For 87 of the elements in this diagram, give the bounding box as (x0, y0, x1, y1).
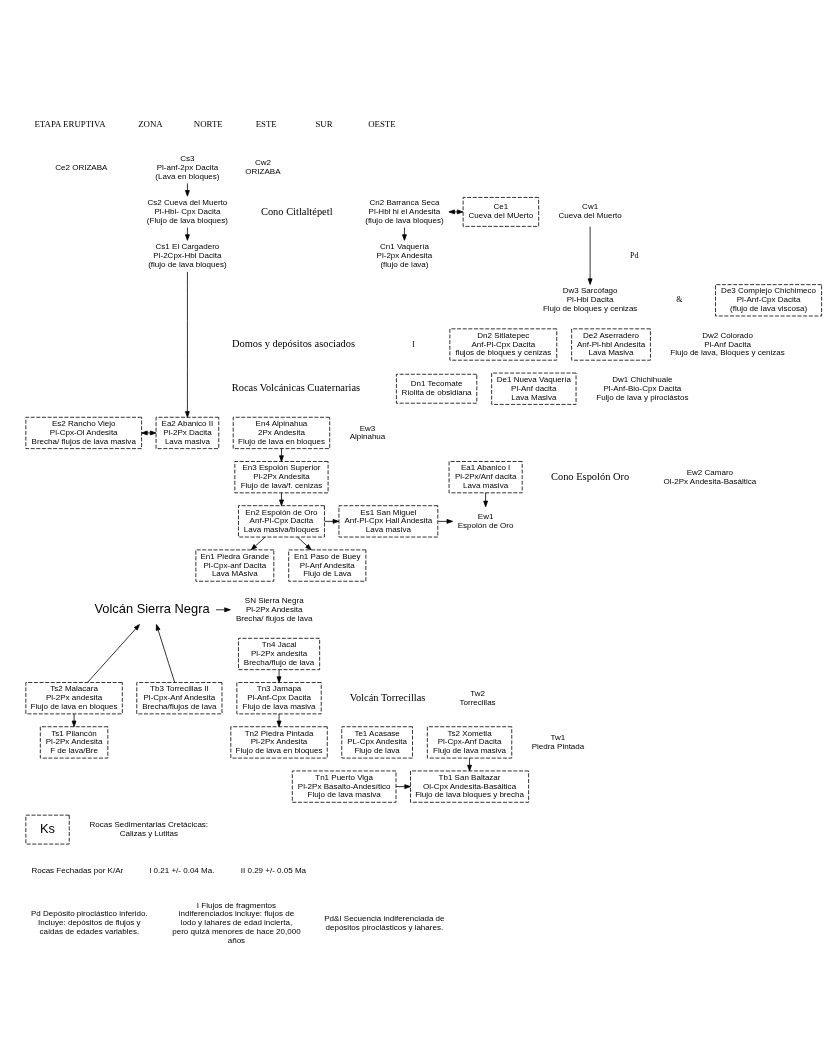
arrow (395, 784, 411, 789)
node-text: Cs3 Pl-anf-2px Dacita (Lava en bloques) (155, 153, 220, 181)
node-text: Cs1 El Cargadero Pl-2Cpx-Hbl Dacita (flujo de lava bloques) (148, 242, 227, 269)
node-text: Cn1 Vaquería Pl-2px Andesita (flujo de lava) (376, 242, 433, 269)
arrow (587, 226, 593, 285)
node-box: Te1 Acasase PL-Cpx Andesita Flujo de lava (341, 726, 413, 759)
arrow (185, 271, 190, 418)
label: Pd Depósito piroclástico inferido. Incluye: depósitos de flujos y caídas de edades variables. (30, 909, 148, 937)
node-box: Es2 Rancho Viejo Pl-Cpx-Ol Andesita Brecha/ flujos de lava masiva (25, 416, 142, 449)
label: Cono Espolón Oro (550, 470, 630, 482)
arrow (185, 227, 190, 241)
arrow (448, 209, 464, 215)
node-box: Ks (25, 814, 70, 845)
label: I Flujos de fragmentos indiferenciados incluye: flujos de lodo y lahares de edad incierta, pero quizá menores de hace 20,000 años (172, 900, 301, 945)
label: SUR (315, 118, 333, 129)
node-box: Dn1 Tecomate Riolita de obsidiana (396, 373, 478, 404)
label: OESTE (368, 118, 396, 129)
node-text: Cw2 ORIZABA (245, 158, 281, 177)
arrow (250, 536, 266, 551)
label: Rocas Fechadas por K/Ar (31, 866, 124, 876)
arrow (276, 669, 282, 683)
node-box: Ts2 Malacara Pl-2Px andesita Flujo de lava en bloques (25, 682, 123, 715)
label: I (411, 339, 415, 349)
arrow (402, 227, 407, 241)
arrow (87, 624, 140, 683)
node-box: Es1 San Miguel Anf-Pl-Cpx Hall Andesita Lava masiva (338, 505, 439, 538)
label: ZONA (138, 118, 163, 129)
node-text: Dw2 Colorado Pl-Anf Dacita Flujo de lava, Bloques y cenizas (670, 330, 785, 358)
label: NORTE (193, 118, 223, 129)
node-text: Volcán Sierra Negra (94, 600, 210, 616)
node-box: Ea1 Abanico I Pl-2Px/Anf dacita Lava masiva (448, 461, 523, 494)
node-box: Tn1 Puerto Viga Pl-2Px Basalto-Andesítico Flujo de lava masiva (291, 770, 397, 803)
arrow (279, 448, 284, 462)
node-box: Ce1 Cueva del MUerto (462, 197, 540, 227)
arrow (141, 430, 157, 436)
node-box: En4 Alpinahua 2Px Andesita Flujo de lava en bloques (232, 416, 331, 449)
node-box: Tn4 Jacal Pl-2Px andesita Brecha/flujo de lava (238, 637, 321, 671)
arrow (483, 492, 488, 508)
label: Cono Citlaltépetl (260, 205, 333, 217)
node-text: Tw1 Piedra Pintada (531, 733, 585, 751)
label: I 0.21 +/- 0.04 Ma. (149, 866, 215, 876)
node-text: Ew1 Espolón de Oro (457, 511, 514, 530)
arrow (297, 536, 312, 551)
label: Rocas Volcánicas Cuaternarias (231, 382, 361, 394)
arrow (276, 713, 282, 728)
node-box: Tb3 Torrecillas II Pl-Cpx-Anf Andesita Brecha/flujos de lava (136, 682, 223, 715)
node-box: Ts1 Pilancón Pl-2Px Andesita F de lava/Bre (39, 726, 109, 759)
arrow (437, 519, 453, 524)
arrow (324, 519, 340, 524)
arrow (155, 624, 176, 683)
node-box: Ea2 Abanico II Pl-2Px Dacita Lava masiva (155, 416, 220, 449)
arrow (467, 757, 472, 772)
arrow (71, 713, 77, 728)
node-text: Cn2 Barranca Seca Pl-Hbl hi el Andesita (flujo de lava bloques) (365, 198, 444, 225)
node-text: Ew3 Alpinahua (349, 423, 386, 442)
label: Volcán Torrecillas (349, 691, 426, 703)
node-text: Tw2 Torrecillas (459, 688, 496, 707)
node-text: Ew2 Camaro Ol-2Px Andesita-Basáltica (663, 467, 757, 486)
label: & (676, 295, 683, 305)
node-box: De2 Aserradero Anf-Pl-hbl Andesita Lava Masiva (571, 328, 651, 361)
label: II 0.29 +/- 0.05 Ma (240, 866, 307, 876)
arrow (279, 492, 284, 506)
label: Pd&I Secuencia indiferenciada de depósitos piroclásticos y lahares. (324, 913, 445, 932)
node-text: Cs2 Cueva del Muerto Pl-Hbl- Cpx Dacita (Flujo de lava bloques) (146, 198, 228, 225)
node-text: Dw1 Chichihuale Pl-Anf-Bio-Cpx Dacita Fuljo de lava y piroclástos (596, 374, 689, 402)
node-box: En2 Espolón de Oro Anf-Pl-Cpx Dacita Lava masiva/bloques (238, 505, 325, 538)
node-box: Ts2 Xometla Pl-Cpx-Anf Dacita Flujo de lava masiva (426, 726, 513, 759)
node-text: Ce2 ORIZABA (55, 162, 108, 172)
node-box: De3 Complejo Chichimeco Pl-Anf-Cpx Dacita (flujo de lava viscosa) (715, 284, 822, 317)
node-box: En3 Espolón Superior Pl-2Px Andesita Flujo de lava/f. cenizas (234, 461, 329, 494)
node-box: Tn2 Piedra Pintada Pl-2Px Andesita Flujo de lava en bloques (230, 726, 328, 759)
node-box: Tn3 Jamapa Pl-Anf-Cpx Dacita Flujo de lava masiva (236, 682, 322, 715)
node-box: Dn2 Sitlatepec Anf-Pl-Cpx Dacita flujos de bloques y cenizas (449, 328, 558, 361)
node-text: Dw3 Sarcófago Pl-Hbl Dacita Flujo de bloques y cenizas (542, 286, 638, 314)
node-box: De1 Nueva Vaquería Pl-Anf dacita Lava Masiva (491, 372, 577, 405)
arrow (215, 607, 231, 613)
label: Pd (630, 251, 639, 261)
node-box: En1 Piedra Grande Pl-Cpx-anf Dacita Lava MAsiva (195, 549, 275, 582)
arrow (185, 183, 190, 197)
node-text: SN Sierra Negra Pl-2Px Andesita Brecha/ flujos de lava (235, 595, 313, 623)
label: Rocas Sedimentarias Cretácicas: Calizas y Lutitas (89, 820, 209, 839)
label: ETAPA ERUPTIVA (34, 118, 106, 129)
node-box: Tb1 San Baltazar Ol-Cpx Andesita-Basáltica Flujo de lava bloques y brecha (410, 770, 530, 803)
label: ESTE (255, 118, 277, 129)
node-text: Cw1 Cueva del Muerto (558, 202, 622, 221)
label: Domos y depósitos asociados (231, 338, 356, 350)
node-box: En1 Paso de Buey Pl-Anf Andesita Flujo de Lava (288, 549, 367, 582)
